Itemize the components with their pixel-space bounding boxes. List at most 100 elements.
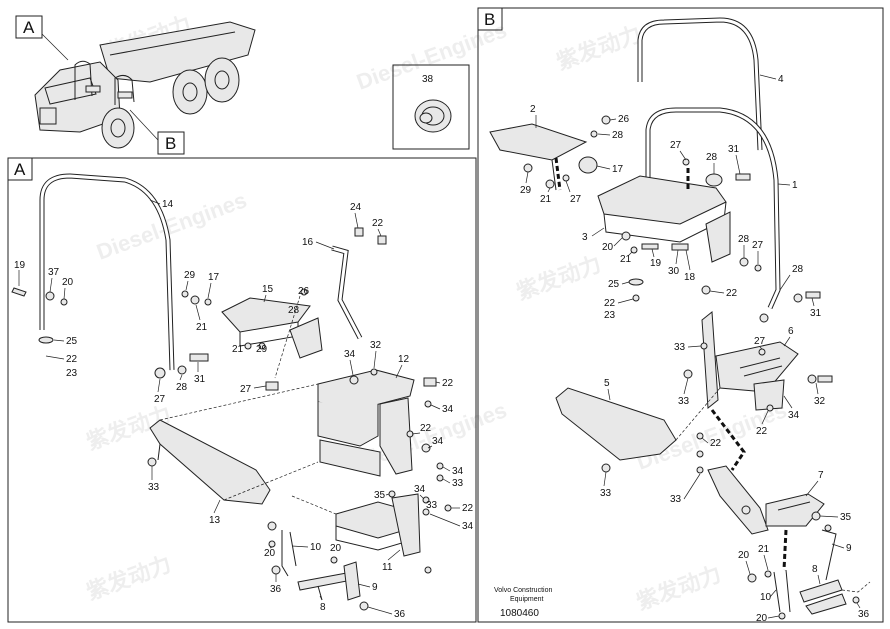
watermark-text: 紫发动力 xyxy=(513,251,604,305)
part-label: 27 xyxy=(570,194,582,205)
part-label: 32 xyxy=(814,396,826,407)
part-label: 22 xyxy=(756,426,768,437)
part-label: 28 xyxy=(288,305,300,316)
part-label: 36 xyxy=(858,609,870,620)
part-label: 33 xyxy=(426,500,438,511)
part-label: 2 xyxy=(530,104,536,115)
part-label: 9 xyxy=(846,543,852,554)
overview-letter-a: A xyxy=(23,18,35,37)
part-label: 26 xyxy=(298,286,310,297)
caption-block: Volvo Construction Equipment 1080460 xyxy=(494,587,552,619)
part-label: 27 xyxy=(754,336,766,347)
part-label: 26 xyxy=(618,114,630,125)
panel-b-letter-box: B xyxy=(477,7,503,31)
watermark-text: 紫发动力 xyxy=(633,561,724,615)
part-label: 34 xyxy=(452,466,464,477)
part-label: 25 xyxy=(608,279,620,290)
part-label: 21 xyxy=(540,194,552,205)
part-label: 22 xyxy=(462,503,474,514)
part-label: 18 xyxy=(684,272,696,283)
part-label: 13 xyxy=(209,515,221,526)
part-label: 34 xyxy=(788,410,800,421)
part-label: 33 xyxy=(452,478,464,489)
part-label: 33 xyxy=(148,482,160,493)
part-label: 4 xyxy=(778,74,784,85)
part-label: 22 xyxy=(372,218,384,229)
part-label: 35 xyxy=(374,490,386,501)
caption-line2: Equipment xyxy=(510,596,544,603)
part-label: 17 xyxy=(208,272,220,283)
part-label: 21 xyxy=(232,344,244,355)
part-label: 22 xyxy=(420,423,432,434)
watermark-text: 紫发动力 xyxy=(553,21,644,75)
part-label: 36 xyxy=(394,609,406,620)
part-label: 1 xyxy=(792,180,798,191)
part-label: 38 xyxy=(422,74,434,85)
part-label: 28 xyxy=(738,234,750,245)
panel-a-letter-box: A xyxy=(7,157,33,181)
part-label: 33 xyxy=(670,494,682,505)
part-label: 22 xyxy=(442,378,454,389)
part-label: 37 xyxy=(48,267,60,278)
part-label: 28 xyxy=(792,264,804,275)
part-label: 19 xyxy=(650,258,662,269)
part-label: 31 xyxy=(194,374,206,385)
part-label: 12 xyxy=(398,354,410,365)
doc-number: 1080460 xyxy=(500,608,539,619)
part-label: 11 xyxy=(382,562,393,573)
part-label: 15 xyxy=(262,284,274,295)
watermark-text: 紫发动力 xyxy=(83,551,174,605)
panel-b-parts xyxy=(489,17,871,620)
part-label: 31 xyxy=(728,144,740,155)
part-label: 27 xyxy=(752,240,764,251)
panel-b-letter: B xyxy=(484,10,495,29)
part-label: 20 xyxy=(330,543,342,554)
part-label: 34 xyxy=(442,404,454,415)
part-label: 27 xyxy=(154,394,166,405)
part-label: 6 xyxy=(788,326,794,337)
part-label: 22 xyxy=(726,288,738,299)
part-label: 36 xyxy=(270,584,282,595)
part-label: 27 xyxy=(240,384,252,395)
part-label: 3 xyxy=(582,232,588,243)
part-label: 23 xyxy=(66,368,78,379)
part-label: 16 xyxy=(302,237,314,248)
part-label: 34 xyxy=(462,521,474,532)
panel-a-frame xyxy=(7,157,477,623)
part-label: 22 xyxy=(66,354,78,365)
part-label: 10 xyxy=(310,542,322,553)
part-label: 33 xyxy=(678,396,690,407)
caption-line1: Volvo Construction xyxy=(494,587,552,594)
part-label: 21 xyxy=(620,254,632,265)
part-label: 32 xyxy=(370,340,382,351)
part-label: 22 xyxy=(710,438,722,449)
panel-a-labels: 14 19 37 20 25 22 23 29 17 21 15 28 27 2… xyxy=(14,199,474,620)
overview-truck xyxy=(34,21,256,149)
part-label: 5 xyxy=(604,378,610,389)
part-label: 9 xyxy=(372,582,378,593)
part-label: 8 xyxy=(812,564,818,575)
part-label: 31 xyxy=(810,308,822,319)
part-label: 21 xyxy=(758,544,770,555)
part-label: 23 xyxy=(604,310,616,321)
panel-a-parts xyxy=(11,173,452,611)
part-label: 21 xyxy=(196,322,208,333)
part-label: 28 xyxy=(176,382,188,393)
part-label: 34 xyxy=(414,484,426,495)
part-label: 8 xyxy=(320,602,326,613)
part-label: 34 xyxy=(344,349,356,360)
panel-b-frame xyxy=(477,7,884,623)
part-label: 27 xyxy=(670,140,682,151)
part-label: 20 xyxy=(264,548,276,559)
overview-callout-b: B xyxy=(129,109,185,155)
part-label: 22 xyxy=(604,298,616,309)
part-label: 28 xyxy=(706,152,718,163)
part-label: 29 xyxy=(184,270,196,281)
part-label: 20 xyxy=(738,550,750,561)
part-label: 7 xyxy=(818,470,824,481)
part-label: 17 xyxy=(612,164,624,175)
part-label: 19 xyxy=(14,260,26,271)
part-label: 20 xyxy=(602,242,614,253)
part-label: 10 xyxy=(760,592,772,603)
